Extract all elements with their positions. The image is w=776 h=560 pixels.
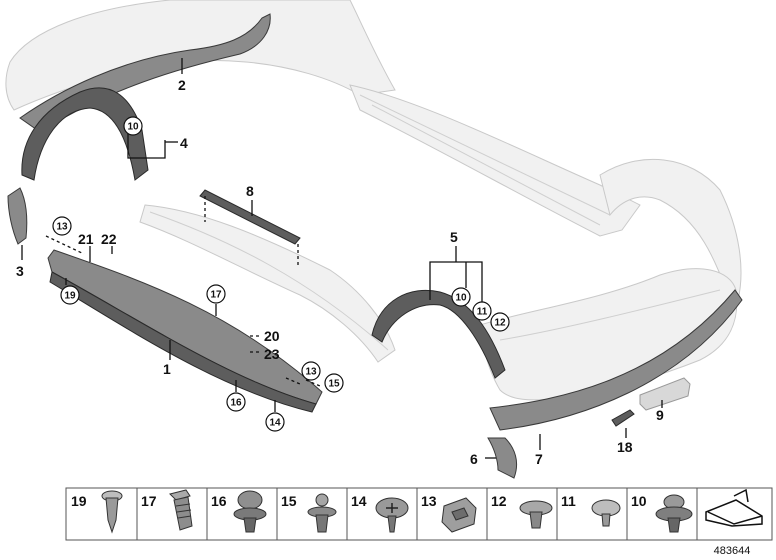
- circled-13-rear: 13: [305, 367, 317, 378]
- circled-15: 15: [328, 379, 340, 390]
- callout-18: 18: [617, 439, 633, 455]
- part-5-wheel-arch-trim-rear: [371, 289, 506, 379]
- clip-nut-icon: [441, 497, 477, 533]
- circled-19: 19: [64, 291, 76, 302]
- circled-labels: 10 10 11 12 13 13 14 15 16 17 19: [52, 116, 510, 432]
- circled-13-front: 13: [56, 222, 68, 233]
- callout-1: 1: [163, 361, 171, 377]
- legend-number-19: 19: [71, 493, 87, 509]
- legend-number-13: 13: [421, 493, 437, 509]
- part-7-bumper-trim: [489, 289, 743, 431]
- push-rivet-icon: [101, 490, 123, 534]
- circled-14: 14: [269, 418, 281, 429]
- leader-lines: [21, 58, 663, 459]
- car-body-outline: [5, 0, 742, 401]
- circled-16: 16: [230, 398, 242, 409]
- part-4-wheel-arch-trim: [21, 87, 149, 181]
- callout-labels: 1 2 3 4 5 6 7 8 9 18 20 21 22 23: [16, 77, 664, 467]
- callout-4: 4: [180, 135, 188, 151]
- legend-number-11: 11: [561, 493, 576, 509]
- cross-screw-icon: [375, 497, 409, 533]
- callout-2: 2: [178, 77, 186, 93]
- legend-number-15: 15: [281, 493, 297, 509]
- callout-21: 21: [78, 231, 94, 247]
- callout-22: 22: [101, 231, 117, 247]
- legend-number-17: 17: [141, 493, 157, 509]
- legend-number-10: 10: [631, 493, 647, 509]
- legend-number-14: 14: [351, 493, 367, 509]
- fastener-legend: 19 17 16 15 14: [65, 487, 773, 541]
- button-clip-icon: [591, 499, 621, 527]
- circled-10-rear: 10: [455, 293, 467, 304]
- part-6-end-cover-rear: [487, 437, 518, 479]
- image-code: 483644: [714, 545, 751, 557]
- part-3-end-cover: [7, 187, 28, 245]
- callout-9: 9: [656, 407, 664, 423]
- callout-23: 23: [264, 346, 280, 362]
- callout-6: 6: [470, 451, 478, 467]
- callout-8: 8: [246, 183, 254, 199]
- screw-grommet-icon: [307, 493, 337, 533]
- wedge-symbol-icon: [705, 488, 763, 527]
- callout-20: 20: [264, 328, 280, 344]
- collar-clip-icon: [655, 494, 693, 533]
- expanding-rivet-icon: [233, 490, 267, 533]
- circled-12: 12: [494, 318, 506, 329]
- fir-tree-clip-icon: [169, 489, 193, 531]
- callout-3: 3: [16, 263, 24, 279]
- circled-11: 11: [477, 307, 488, 318]
- callout-7: 7: [535, 451, 543, 467]
- plastic-nut-icon: [519, 500, 553, 529]
- part-8-sill-strip: [199, 189, 301, 245]
- part-9-reflector-bracket: [639, 377, 691, 411]
- part-18-clip: [611, 409, 635, 427]
- legend-number-16: 16: [211, 493, 227, 509]
- circled-10-front: 10: [127, 122, 139, 133]
- legend-number-12: 12: [491, 493, 507, 509]
- circled-17: 17: [210, 290, 222, 301]
- callout-5: 5: [450, 229, 458, 245]
